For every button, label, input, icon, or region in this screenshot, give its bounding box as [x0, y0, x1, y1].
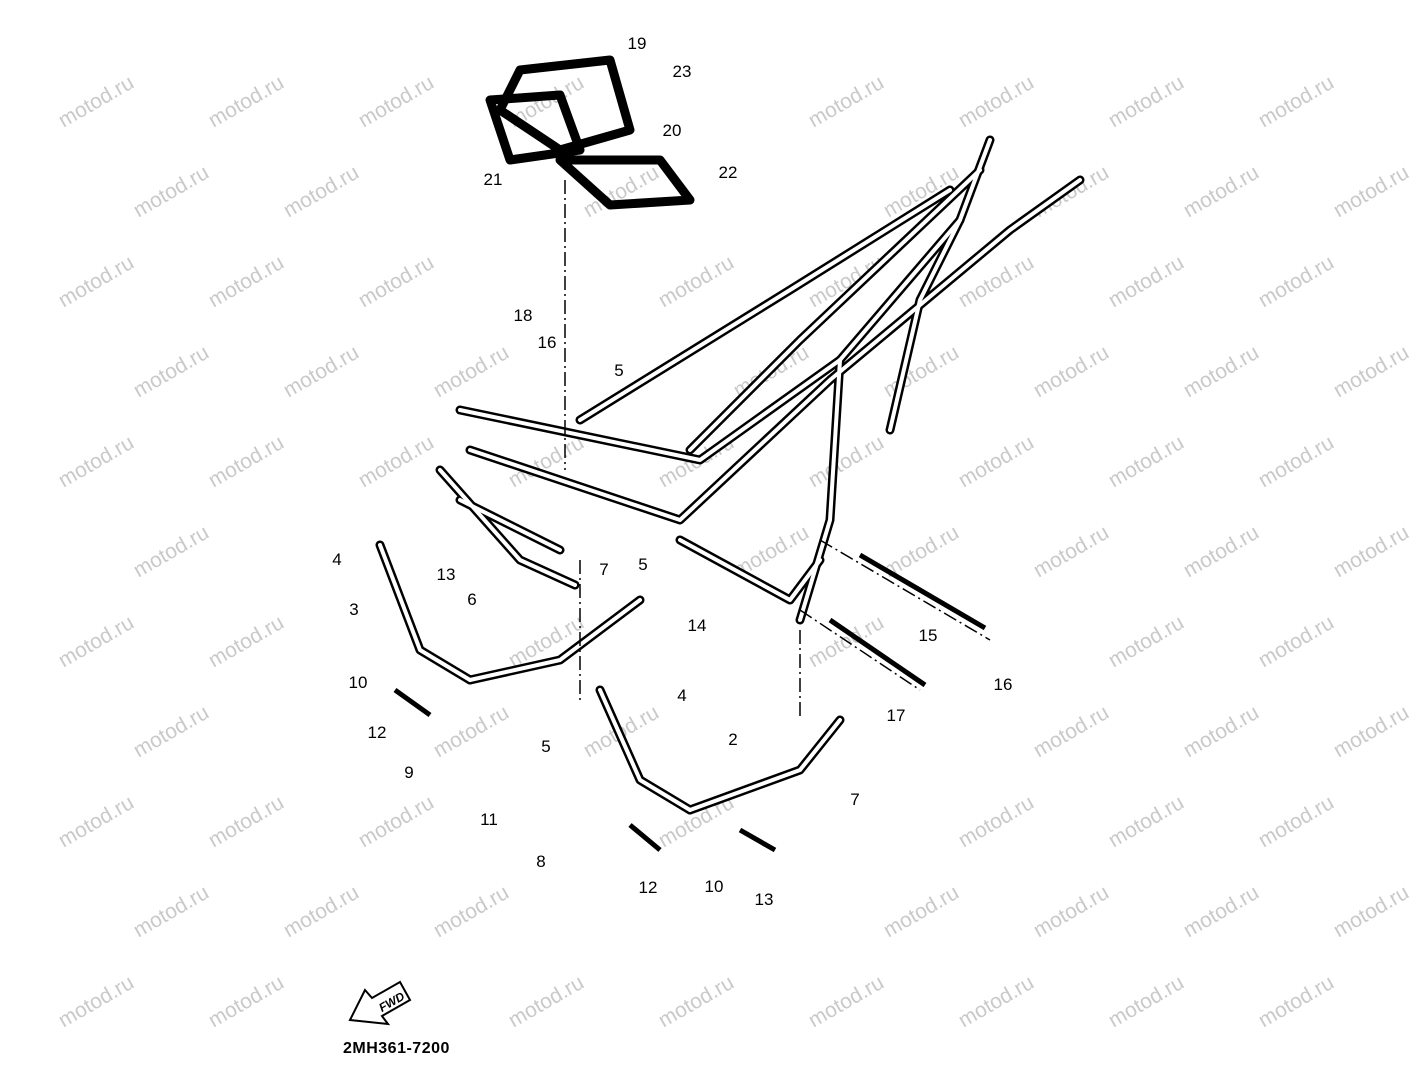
part-callout: 14: [687, 616, 707, 635]
part-callout: 19: [627, 34, 647, 53]
part-callout: 7: [850, 790, 860, 809]
part-callout: 6: [467, 590, 477, 609]
fwd-arrow-icon: [348, 980, 412, 1026]
part-callout: 17: [886, 706, 906, 725]
part-callout: 2: [728, 730, 738, 749]
part-callout: 15: [918, 626, 938, 645]
part-callout: 11: [480, 810, 498, 829]
part-callout: 10: [704, 877, 724, 896]
part-callout: 13: [436, 565, 456, 584]
part-callout: 16: [537, 333, 557, 352]
part-callout: 4: [677, 686, 687, 705]
part-callout: 23: [672, 62, 692, 81]
part-callout: 5: [614, 361, 624, 380]
part-callout: 20: [662, 121, 682, 140]
part-callout: 12: [367, 723, 387, 742]
part-callout: 21: [483, 170, 503, 189]
part-callout: 5: [638, 555, 648, 574]
leader-lines: [564, 180, 991, 720]
part-callout: 22: [718, 163, 738, 182]
part-callout: 16: [993, 675, 1013, 694]
part-callout: 7: [599, 560, 609, 579]
part-callout: 18: [513, 306, 533, 325]
diagram-code: 2MH361-7200: [343, 1040, 450, 1057]
part-callout: 8: [536, 852, 546, 871]
part-callout: 3: [349, 600, 359, 619]
bolts: [393, 552, 987, 853]
part-callout: 13: [754, 890, 774, 909]
part-callout: 10: [348, 673, 368, 692]
part-callout: 4: [332, 550, 342, 569]
part-callout: 9: [404, 763, 414, 782]
part-callout: 5: [541, 737, 551, 756]
part-callout: 12: [638, 878, 658, 897]
